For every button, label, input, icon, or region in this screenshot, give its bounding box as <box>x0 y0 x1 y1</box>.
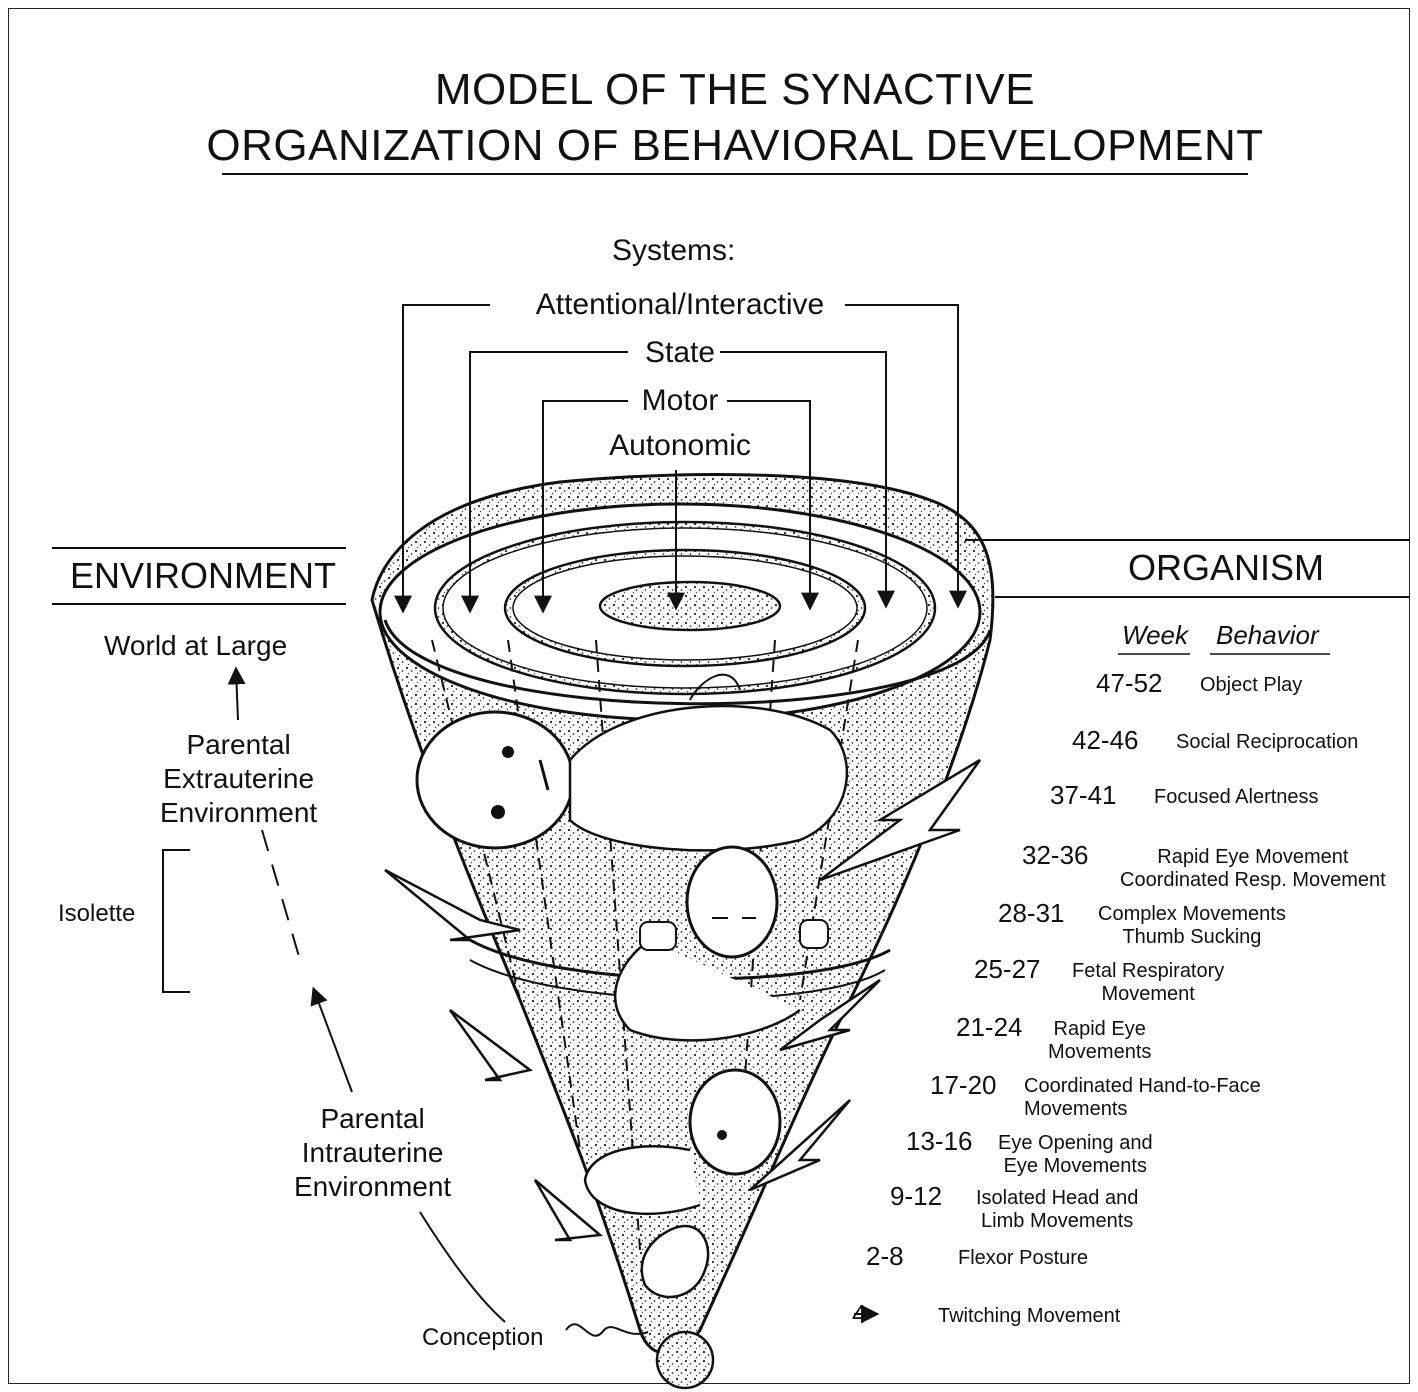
milestone-week: 28-31 <box>998 898 1065 928</box>
milestone-behavior: Rapid Eye Movement Coordinated Resp. Mov… <box>1120 846 1386 891</box>
systems-connectors <box>394 304 967 614</box>
system-state: State <box>644 336 716 369</box>
milestone-behavior: Focused Alertness <box>1154 786 1319 808</box>
diagram-title-line1: MODEL OF THE SYNACTIVE <box>434 65 1036 114</box>
environment-heading: ENVIRONMENT <box>70 555 337 596</box>
system-attentional: Attentional/Interactive <box>535 288 825 321</box>
behavior-column-header: Behavior <box>1216 620 1319 650</box>
arrow-intrauterine <box>310 986 353 1093</box>
environment-arrows <box>384 758 982 1242</box>
week-column-header: Week <box>1122 620 1188 650</box>
arrow-to-world <box>227 666 246 721</box>
milestone-week: 17-20 <box>930 1070 997 1100</box>
milestone-week: 4 <box>852 1299 867 1329</box>
milestone-week: 9-12 <box>890 1181 943 1211</box>
system-motor: Motor <box>641 384 719 417</box>
milestone-behavior: Coordinated Hand-to-Face Movements <box>1024 1075 1261 1120</box>
milestone-behavior: Eye Opening and Eye Movements <box>998 1132 1153 1177</box>
ring-autonomic <box>598 580 782 632</box>
world-at-large-label: World at Large <box>104 630 288 661</box>
fetus-mid <box>583 1068 782 1216</box>
dashed-extrauterine <box>261 829 301 961</box>
conception-squiggle <box>565 1323 649 1337</box>
milestone-week: 21-24 <box>956 1012 1023 1042</box>
milestone-behavior: Social Reciprocation <box>1176 731 1359 753</box>
milestone-week: 42-46 <box>1072 725 1139 755</box>
figure-frame <box>8 8 1410 1384</box>
intrauterine-label: Parental Intrauterine Environment <box>294 1103 452 1202</box>
system-autonomic: Autonomic <box>609 429 751 462</box>
isolette-label: Isolette <box>58 900 136 927</box>
isolette-bracket <box>162 849 190 993</box>
embryo-early <box>640 1224 715 1390</box>
conception-line <box>419 1211 506 1323</box>
milestone-behavior: Fetal Respiratory Movement <box>1072 960 1225 1005</box>
milestone-behavior: Flexor Posture <box>958 1247 1089 1269</box>
milestone-behavior: Twitching Movement <box>938 1305 1121 1327</box>
milestone-week: 47-52 <box>1096 668 1163 698</box>
milestone-week: 13-16 <box>906 1126 973 1156</box>
milestone-week: 32-36 <box>1022 840 1089 870</box>
diagram-title-line2: ORGANIZATION OF BEHAVIORAL DEVELOPMENT <box>206 121 1264 170</box>
extrauterine-label: Parental Extrauterine Environment <box>160 729 318 828</box>
band-edge-upper <box>383 619 992 706</box>
milestone-behavior: Rapid Eye Movements <box>1048 1018 1152 1063</box>
milestone-week: 25-27 <box>974 954 1041 984</box>
milestone-week: 2-8 <box>866 1241 904 1271</box>
infant-figure <box>415 673 849 852</box>
milestone-behavior: Object Play <box>1200 674 1303 696</box>
milestone-week: 37-41 <box>1050 780 1117 810</box>
fetus-late <box>613 845 829 1042</box>
milestone-behavior: Isolated Head and Limb Movements <box>976 1187 1139 1232</box>
organism-heading: ORGANISM <box>1128 547 1325 588</box>
conception-label: Conception <box>422 1324 544 1351</box>
milestone-behavior: Complex Movements Thumb Sucking <box>1098 903 1286 948</box>
systems-heading: Systems: <box>612 234 736 267</box>
